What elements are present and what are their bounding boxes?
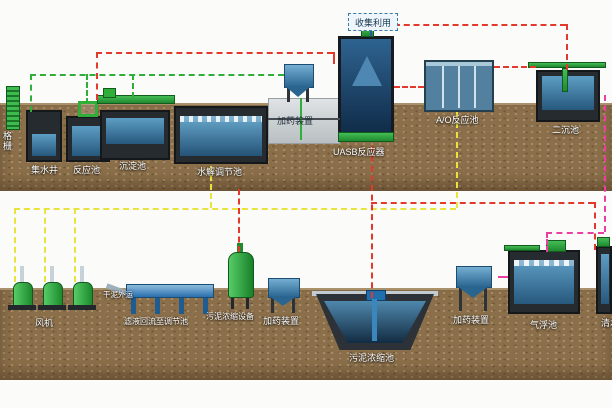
blower-2-pipe	[50, 266, 54, 282]
flow-line-red	[96, 52, 333, 54]
thickener-equipment-label: 污泥浓缩设备	[206, 312, 254, 321]
clear-water-label: 清水池	[601, 318, 612, 328]
flow-line-yellow	[74, 208, 76, 282]
water-surface	[601, 254, 609, 304]
sludge-thickening-tank-label: 污泥浓缩池	[349, 353, 395, 363]
thickener-pipe	[237, 243, 243, 253]
flow-line-magenta	[546, 232, 604, 234]
ao-tank-label: A/O反应池	[436, 115, 479, 125]
dry-sludge-label: 干泥外运	[103, 290, 133, 299]
structure-leg	[131, 296, 136, 314]
air-flotation-tank	[508, 250, 580, 314]
water-surface	[32, 134, 56, 156]
secondary-clarifier-tank	[536, 70, 600, 122]
flow-line-red	[566, 24, 568, 70]
secondary-clarifier-label: 二沉池	[552, 125, 580, 135]
uasb-label: UASB反应器	[333, 147, 385, 157]
flow-line-green	[30, 74, 32, 112]
dosing-left-label: 加药装置	[263, 316, 300, 326]
water-surface	[180, 116, 262, 156]
flow-line-red	[333, 52, 335, 64]
reaction-tank-label: 反应池	[73, 165, 101, 175]
uasb-reactor	[338, 36, 394, 136]
blower-1-pipe	[20, 266, 24, 282]
flotation-foam	[514, 260, 574, 266]
blower-2-base	[38, 305, 66, 310]
flow-line-magenta	[498, 276, 508, 278]
aeration-foam	[180, 116, 262, 122]
flotation-motor	[546, 240, 566, 252]
flow-line-red	[96, 52, 98, 100]
flow-line-dark	[268, 118, 340, 120]
collection-reuse-box: 收集利用	[348, 13, 398, 31]
flow-line-green	[30, 74, 284, 76]
clear-water-pump	[597, 237, 610, 247]
flow-line-magenta	[546, 232, 548, 252]
flow-line-red	[238, 189, 240, 252]
flow-line-green	[86, 74, 88, 104]
flow-line-yellow	[210, 166, 212, 208]
hydrolysis-tank-label: 水解调节池	[197, 167, 243, 177]
collection-reuse-label: 收集利用	[354, 17, 391, 28]
thickener-leg	[231, 295, 234, 309]
water-surface	[542, 76, 594, 110]
blower-label: 风机	[35, 318, 54, 328]
uasb-separator	[352, 56, 382, 86]
scraper-motor	[103, 88, 116, 98]
water-surface	[514, 260, 574, 304]
dosing-cone	[285, 86, 311, 97]
structure-leg	[179, 296, 184, 314]
flow-line-green	[132, 74, 134, 98]
dosing-cone	[269, 296, 297, 306]
equipment-platform	[268, 98, 340, 144]
blower-3-base	[68, 305, 96, 310]
sludge-thickener-vessel	[228, 252, 254, 298]
flow-line-yellow	[14, 208, 456, 210]
dosing-device-top	[284, 64, 314, 88]
bar-screen-label: 格栅	[3, 131, 13, 152]
flow-line-red	[394, 86, 424, 88]
flow-line-red	[371, 202, 594, 204]
flow-line-red	[394, 24, 566, 26]
clarifier-center-pipe	[562, 68, 568, 92]
flow-line-green	[300, 98, 302, 140]
dosing-top-label: 加药装置	[277, 116, 314, 126]
dosing-device-right	[456, 266, 492, 288]
bar-screen	[6, 86, 20, 130]
blower-3-pipe	[80, 266, 84, 282]
ao-cell-dividers	[428, 66, 490, 108]
ao-reaction-tank	[424, 60, 494, 112]
structure-leg	[155, 296, 160, 314]
uasb-base	[338, 132, 394, 142]
collection-well-tank	[26, 110, 62, 162]
mixer-frame	[78, 101, 98, 117]
hydrolysis-regulation-tank	[174, 106, 268, 164]
sedimentation-tank-label: 沉淀池	[119, 161, 147, 171]
flotation-skimmer	[504, 245, 540, 251]
collection-well-label: 集水井	[31, 165, 59, 175]
water-surface	[72, 126, 104, 156]
sedimentation-tank	[100, 110, 170, 160]
structure-leg	[203, 296, 208, 314]
flow-line-magenta	[604, 95, 606, 232]
water-surface	[106, 118, 164, 144]
dosing-right-label: 加药装置	[453, 315, 490, 325]
flow-line-red	[371, 146, 373, 298]
dosing-stand	[459, 287, 487, 311]
thickener-leg	[246, 295, 249, 309]
pit-mixer-shaft	[372, 299, 377, 341]
dosing-cone	[457, 286, 489, 298]
flow-line-yellow	[456, 112, 458, 208]
blower-1-base	[8, 305, 36, 310]
flow-line-yellow	[14, 208, 16, 282]
dosing-device-left	[268, 278, 300, 298]
flow-line-yellow	[44, 208, 46, 282]
ao-rim	[426, 62, 492, 66]
filtrate-return-structure	[126, 284, 214, 298]
filtrate-return-label: 滤液回流至调节池	[124, 317, 188, 326]
flow-line-red	[594, 202, 596, 250]
air-flotation-label: 气浮池	[530, 320, 558, 330]
clear-water-tank-partial	[596, 246, 612, 314]
flow-line-red	[494, 66, 536, 68]
